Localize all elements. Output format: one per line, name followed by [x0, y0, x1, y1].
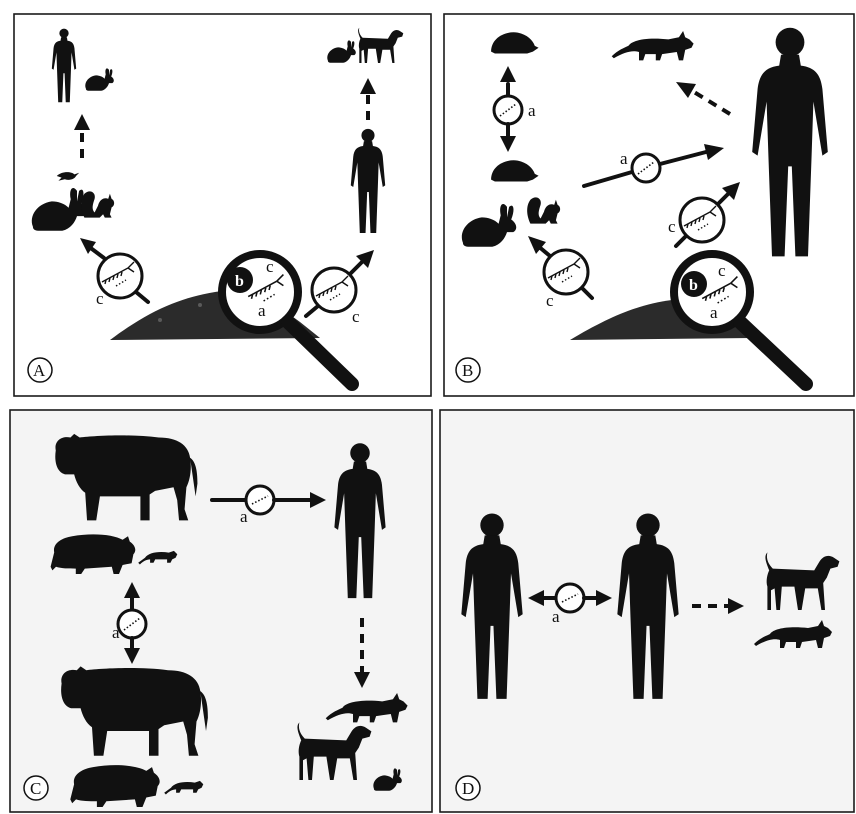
label-b: b [235, 273, 244, 290]
phylogeny-lens-icon [556, 584, 584, 612]
label-c: c [718, 261, 726, 280]
panel-label-b-text: B [462, 361, 473, 380]
phylogeny-lens-icon [494, 96, 522, 124]
panel-label-d-text: D [462, 779, 474, 798]
phylogeny-lens-icon [246, 486, 274, 514]
label-c: c [266, 257, 274, 276]
label-c: c [546, 291, 554, 310]
label-a: a [552, 607, 560, 626]
label-a: a [620, 149, 628, 168]
label-a: a [528, 101, 536, 120]
label-b: b [689, 277, 698, 294]
label-a: a [710, 303, 718, 322]
panel-a: c b c a c A [14, 14, 431, 396]
label-c: c [352, 307, 360, 326]
panel-label-c-text: C [30, 779, 41, 798]
label-a: a [258, 301, 266, 320]
panel-d: a D [440, 410, 854, 812]
phylogeny-lens-icon [632, 154, 660, 182]
phylogeny-lens-icon [118, 610, 146, 638]
panel-label-a-text: A [33, 361, 46, 380]
label-a: a [112, 623, 120, 642]
label-c: c [668, 217, 676, 236]
label-c: c [96, 289, 104, 308]
panel-b: a a c c b [444, 14, 854, 396]
label-a: a [240, 507, 248, 526]
panel-c: a a C [10, 410, 432, 812]
